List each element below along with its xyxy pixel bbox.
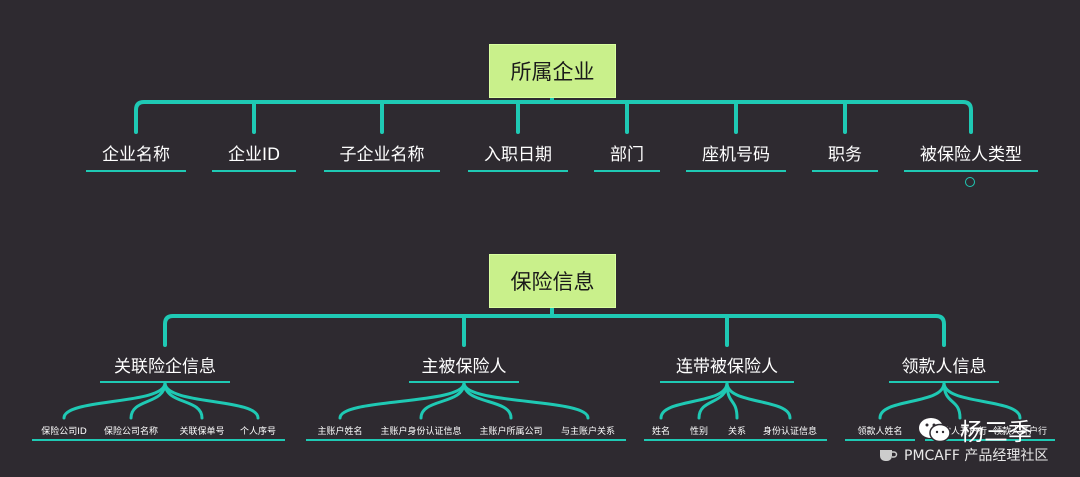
tree1-node-7: 被保险人类型 — [920, 145, 1022, 165]
tree2-leaf: 领款人开户行 — [992, 427, 1048, 437]
tree2-leaf-connector — [163, 381, 260, 420]
tree2-leaf-connector — [419, 381, 466, 420]
tree2-leaf: 关系 — [727, 427, 747, 437]
tree2-leaf: 与主账户关系 — [560, 427, 616, 437]
tree2-leaf-underline — [373, 439, 469, 441]
tree2-leaf: 主账户姓名 — [317, 427, 363, 437]
tree1-node-6: 职务 — [828, 145, 862, 165]
tree2-leaf-connector — [462, 381, 513, 420]
tree2-leaf-connector — [878, 381, 946, 420]
watermark-brand: PMCAFF 产品经理社区 — [878, 445, 1048, 465]
tree2-root: 保险信息 — [489, 254, 616, 308]
tree2-leaf: 身份认证信息 — [762, 427, 818, 437]
tree2-leaf-underline — [31, 439, 97, 441]
tree2-leaf-underline — [306, 439, 374, 441]
tree1-node-underline — [86, 170, 186, 172]
info-icon — [965, 177, 975, 187]
tree1-bus — [134, 100, 973, 134]
tree1-node-5: 座机号码 — [702, 145, 770, 165]
tree1-node-0: 企业名称 — [102, 145, 170, 165]
tree2-leaf: 保险公司ID — [41, 427, 87, 437]
tree1-root-label: 所属企业 — [510, 60, 595, 84]
tree2-leaf-connector — [129, 381, 167, 420]
tree2-leaf: 主账户身份认证信息 — [380, 427, 462, 437]
tree2-leaf: 关联保单号 — [179, 427, 225, 437]
tree2-leaf: 领款人开户行 — [932, 427, 988, 437]
tree1-node-underline — [812, 170, 878, 172]
tree2-root-label: 保险信息 — [510, 270, 595, 294]
tree1-root: 所属企业 — [489, 44, 616, 98]
tree2-leaf-underline — [93, 439, 169, 441]
tree2-leaf-connector — [62, 381, 167, 420]
tree1-node-underline — [468, 170, 568, 172]
tree2-leaf-underline — [925, 439, 995, 441]
tree2-leaf-connector — [942, 381, 1022, 420]
tree2-leaf-underline — [715, 439, 759, 441]
tree2-leaf-connector — [462, 381, 590, 420]
tree2-leaf: 领款人姓名 — [857, 427, 903, 437]
tree1-node-underline — [686, 170, 786, 172]
tree1-node-2: 子企业名称 — [339, 145, 425, 165]
tree2-leaf: 主账户所属公司 — [479, 427, 543, 437]
tree2-leaf-underline — [676, 439, 722, 441]
tree2-group-3: 领款人信息 — [901, 357, 987, 377]
coffee-icon — [880, 450, 898, 461]
tree2-group-underline — [100, 381, 230, 383]
tree2-leaf-underline — [985, 439, 1055, 441]
tree2-leaf-connector — [338, 381, 466, 420]
tree2-leaf-underline — [845, 439, 915, 441]
tree2-group-underline — [409, 381, 519, 383]
tree2-leaf-underline — [231, 439, 285, 441]
tree2-bus — [163, 314, 946, 347]
tree2-leaf-underline — [164, 439, 240, 441]
tree2-leaf-connector — [725, 381, 792, 420]
tree1-node-4: 部门 — [610, 145, 644, 165]
tree2-leaf-underline — [469, 439, 553, 441]
tree1-node-underline — [594, 170, 660, 172]
tree1-node-underline — [904, 170, 1038, 172]
tree1-node-underline — [324, 170, 440, 172]
tree2-leaf: 性别 — [689, 427, 709, 437]
tree2-leaf: 个人序号 — [239, 427, 277, 437]
tree1-node-1: 企业ID — [227, 145, 281, 165]
tree2-leaf-underline — [644, 439, 678, 441]
tree2-group-underline — [660, 381, 794, 383]
tree2-group-0: 关联险企信息 — [114, 357, 216, 377]
tree2-leaf: 姓名 — [651, 427, 671, 437]
tree2-leaf-underline — [550, 439, 626, 441]
tree2-group-underline — [889, 381, 999, 383]
tree2-leaf-underline — [753, 439, 827, 441]
watermark-brand-text: PMCAFF 产品经理社区 — [904, 448, 1049, 464]
tree2-leaf-connector — [163, 381, 204, 420]
tree2-group-1: 主被保险人 — [421, 357, 507, 377]
watermark-name: 杨三季 — [960, 418, 1032, 446]
tree1-node-underline — [212, 170, 296, 172]
tree1-node-3: 入职日期 — [484, 145, 552, 165]
watermark-author: 杨三季 — [918, 412, 1032, 447]
tree2-group-2: 连带被保险人 — [676, 357, 778, 377]
tree2-leaf: 保险公司名称 — [103, 427, 159, 437]
wechat-icon — [919, 417, 951, 442]
